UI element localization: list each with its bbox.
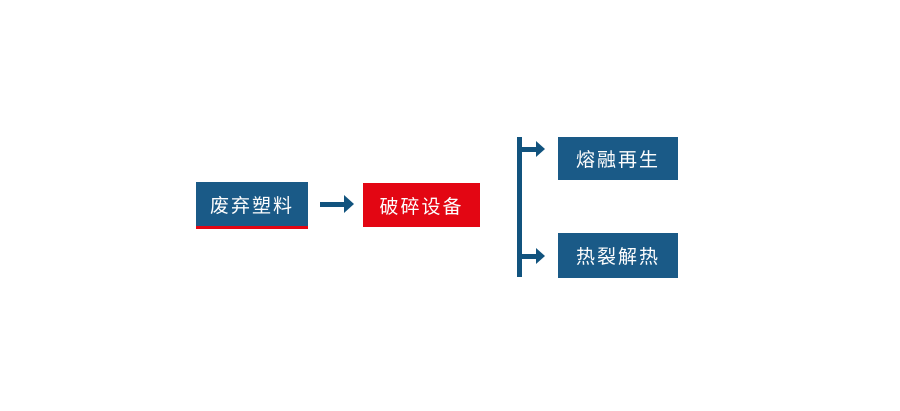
arrow-right-icon: [536, 248, 545, 264]
arrow-right-icon: [344, 195, 354, 213]
arrow-main-shaft: [320, 202, 345, 207]
node-pyrolysis-heat-label: 热裂解热: [575, 247, 660, 268]
node-crushing-equipment-label: 破碎设备: [379, 196, 464, 218]
arrow-branch-bottom-shaft: [522, 254, 537, 259]
node-waste-plastic-label: 废弃塑料: [209, 195, 294, 217]
arrow-branch-top-shaft: [522, 147, 537, 152]
branch-line: [517, 137, 522, 277]
node-pyrolysis-heat: 热裂解热: [558, 233, 678, 278]
node-melt-regeneration: 熔融再生: [558, 137, 678, 180]
node-crushing-equipment: 破碎设备: [363, 183, 480, 227]
node-waste-plastic: 废弃塑料: [196, 182, 308, 229]
node-melt-regeneration-label: 熔融再生: [575, 150, 660, 171]
arrow-right-icon: [536, 141, 545, 157]
